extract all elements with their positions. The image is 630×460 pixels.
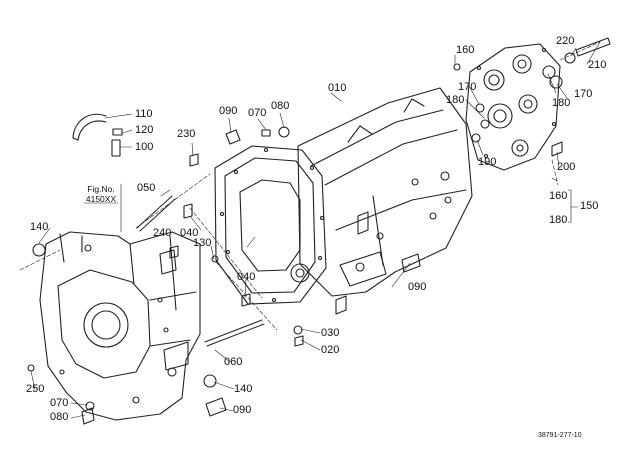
callout-010: 010 — [328, 82, 347, 94]
callout-140: 140 — [234, 383, 253, 395]
callout-170: 170 — [458, 81, 477, 93]
stud-bolts — [136, 195, 265, 347]
callout-110: 110 — [135, 108, 153, 120]
callout-080: 080 — [271, 100, 290, 112]
callout-250: 250 — [26, 383, 45, 395]
figure-reference-label: Fig.No. — [87, 184, 115, 194]
callout-040: 040 — [237, 271, 256, 283]
callout-120: 120 — [135, 124, 154, 136]
callout-180: 180 — [552, 97, 571, 109]
fasteners — [27, 37, 611, 425]
callout-180: 180 — [549, 214, 568, 226]
callout-130: 130 — [193, 237, 212, 249]
rear-cover — [465, 43, 561, 171]
callout-090: 090 — [233, 404, 252, 416]
callout-090: 090 — [408, 281, 427, 293]
callout-040: 040 — [180, 227, 199, 239]
callout-230: 230 — [177, 128, 196, 140]
callout-100: 100 — [135, 141, 154, 153]
document-number: 38791-277-10 — [538, 432, 582, 439]
callout-160: 160 — [549, 190, 568, 202]
callout-090: 090 — [219, 105, 238, 117]
callout-030: 030 — [321, 327, 340, 339]
callout-070: 070 — [50, 397, 69, 409]
callout-170: 170 — [574, 88, 593, 100]
callout-080: 080 — [50, 411, 69, 423]
breather-hose — [72, 113, 123, 157]
callout-210: 210 — [588, 59, 607, 71]
figure-reference-value: 4150XX — [85, 194, 117, 204]
callout-050: 050 — [137, 182, 156, 194]
callout-180: 180 — [446, 94, 465, 106]
callout-060: 060 — [224, 356, 243, 368]
main-transmission-case — [297, 87, 473, 315]
callout-160: 160 — [456, 44, 475, 56]
callout-020: 020 — [321, 344, 340, 356]
front-flange-plate — [214, 145, 327, 305]
leader-lines — [30, 41, 601, 419]
callout-220: 220 — [556, 35, 575, 47]
callout-070: 070 — [248, 107, 267, 119]
callout-140: 140 — [30, 221, 49, 233]
front-housing — [39, 231, 201, 421]
callout-150: 150 — [580, 200, 599, 212]
callout-240: 240 — [153, 227, 172, 239]
figure-reference: Fig.No. 4150XX — [83, 184, 119, 204]
callout-200: 200 — [557, 161, 576, 173]
callout-190: 190 — [478, 156, 497, 168]
